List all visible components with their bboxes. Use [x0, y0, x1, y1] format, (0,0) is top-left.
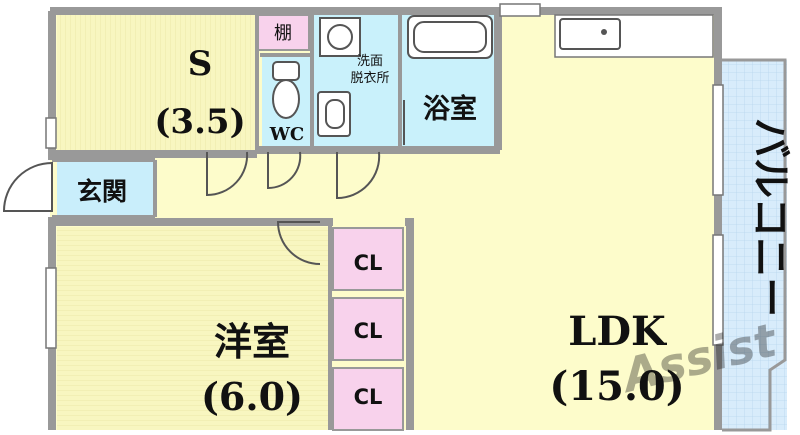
bathroom-label: 浴室 [423, 93, 477, 125]
entrance-floor [57, 160, 155, 217]
western-room-floor [57, 227, 329, 430]
western-room-label: 洋室 [214, 319, 290, 364]
washroom-label-line1: 洗面 [357, 54, 383, 69]
balcony-outline [722, 58, 787, 432]
inner-walls [52, 11, 402, 430]
wash-basin-icon [317, 91, 351, 137]
entrance-door-icon [2, 161, 53, 212]
ldk-size: (15.0) [549, 363, 684, 410]
closet-2 [332, 297, 404, 361]
washing-machine-icon [319, 17, 361, 57]
closet-3-label: CL [354, 385, 383, 409]
balcony-floor [722, 60, 787, 430]
storage-room-floor [57, 15, 257, 150]
left-window-lower [45, 267, 57, 349]
closet-3 [332, 367, 404, 431]
closet-2-label: CL [354, 319, 383, 343]
kitchen-sink-icon [559, 18, 621, 50]
door-swings [206, 100, 405, 265]
balcony-label: バルコニー [747, 118, 793, 317]
closet-1 [332, 227, 404, 291]
faucet-icon [601, 29, 607, 35]
storage-room-label: S [188, 44, 213, 84]
toilet-label: WC [269, 124, 305, 145]
toilet-icon [272, 61, 300, 119]
left-window-upper [45, 117, 57, 149]
bathtub-icon [407, 15, 493, 59]
washroom-label-line2: 脱衣所 [350, 70, 389, 86]
balcony-window-upper [712, 84, 724, 196]
storage-room-size: (3.5) [154, 102, 245, 142]
shelf-label: 棚 [274, 23, 292, 44]
ldk-label: LDK [568, 308, 667, 355]
closet-1-label: CL [354, 251, 383, 275]
top-window [499, 3, 541, 17]
western-room-size: (6.0) [201, 374, 303, 419]
balcony-window-lower [712, 234, 724, 346]
entrance-label: 玄関 [77, 177, 127, 206]
